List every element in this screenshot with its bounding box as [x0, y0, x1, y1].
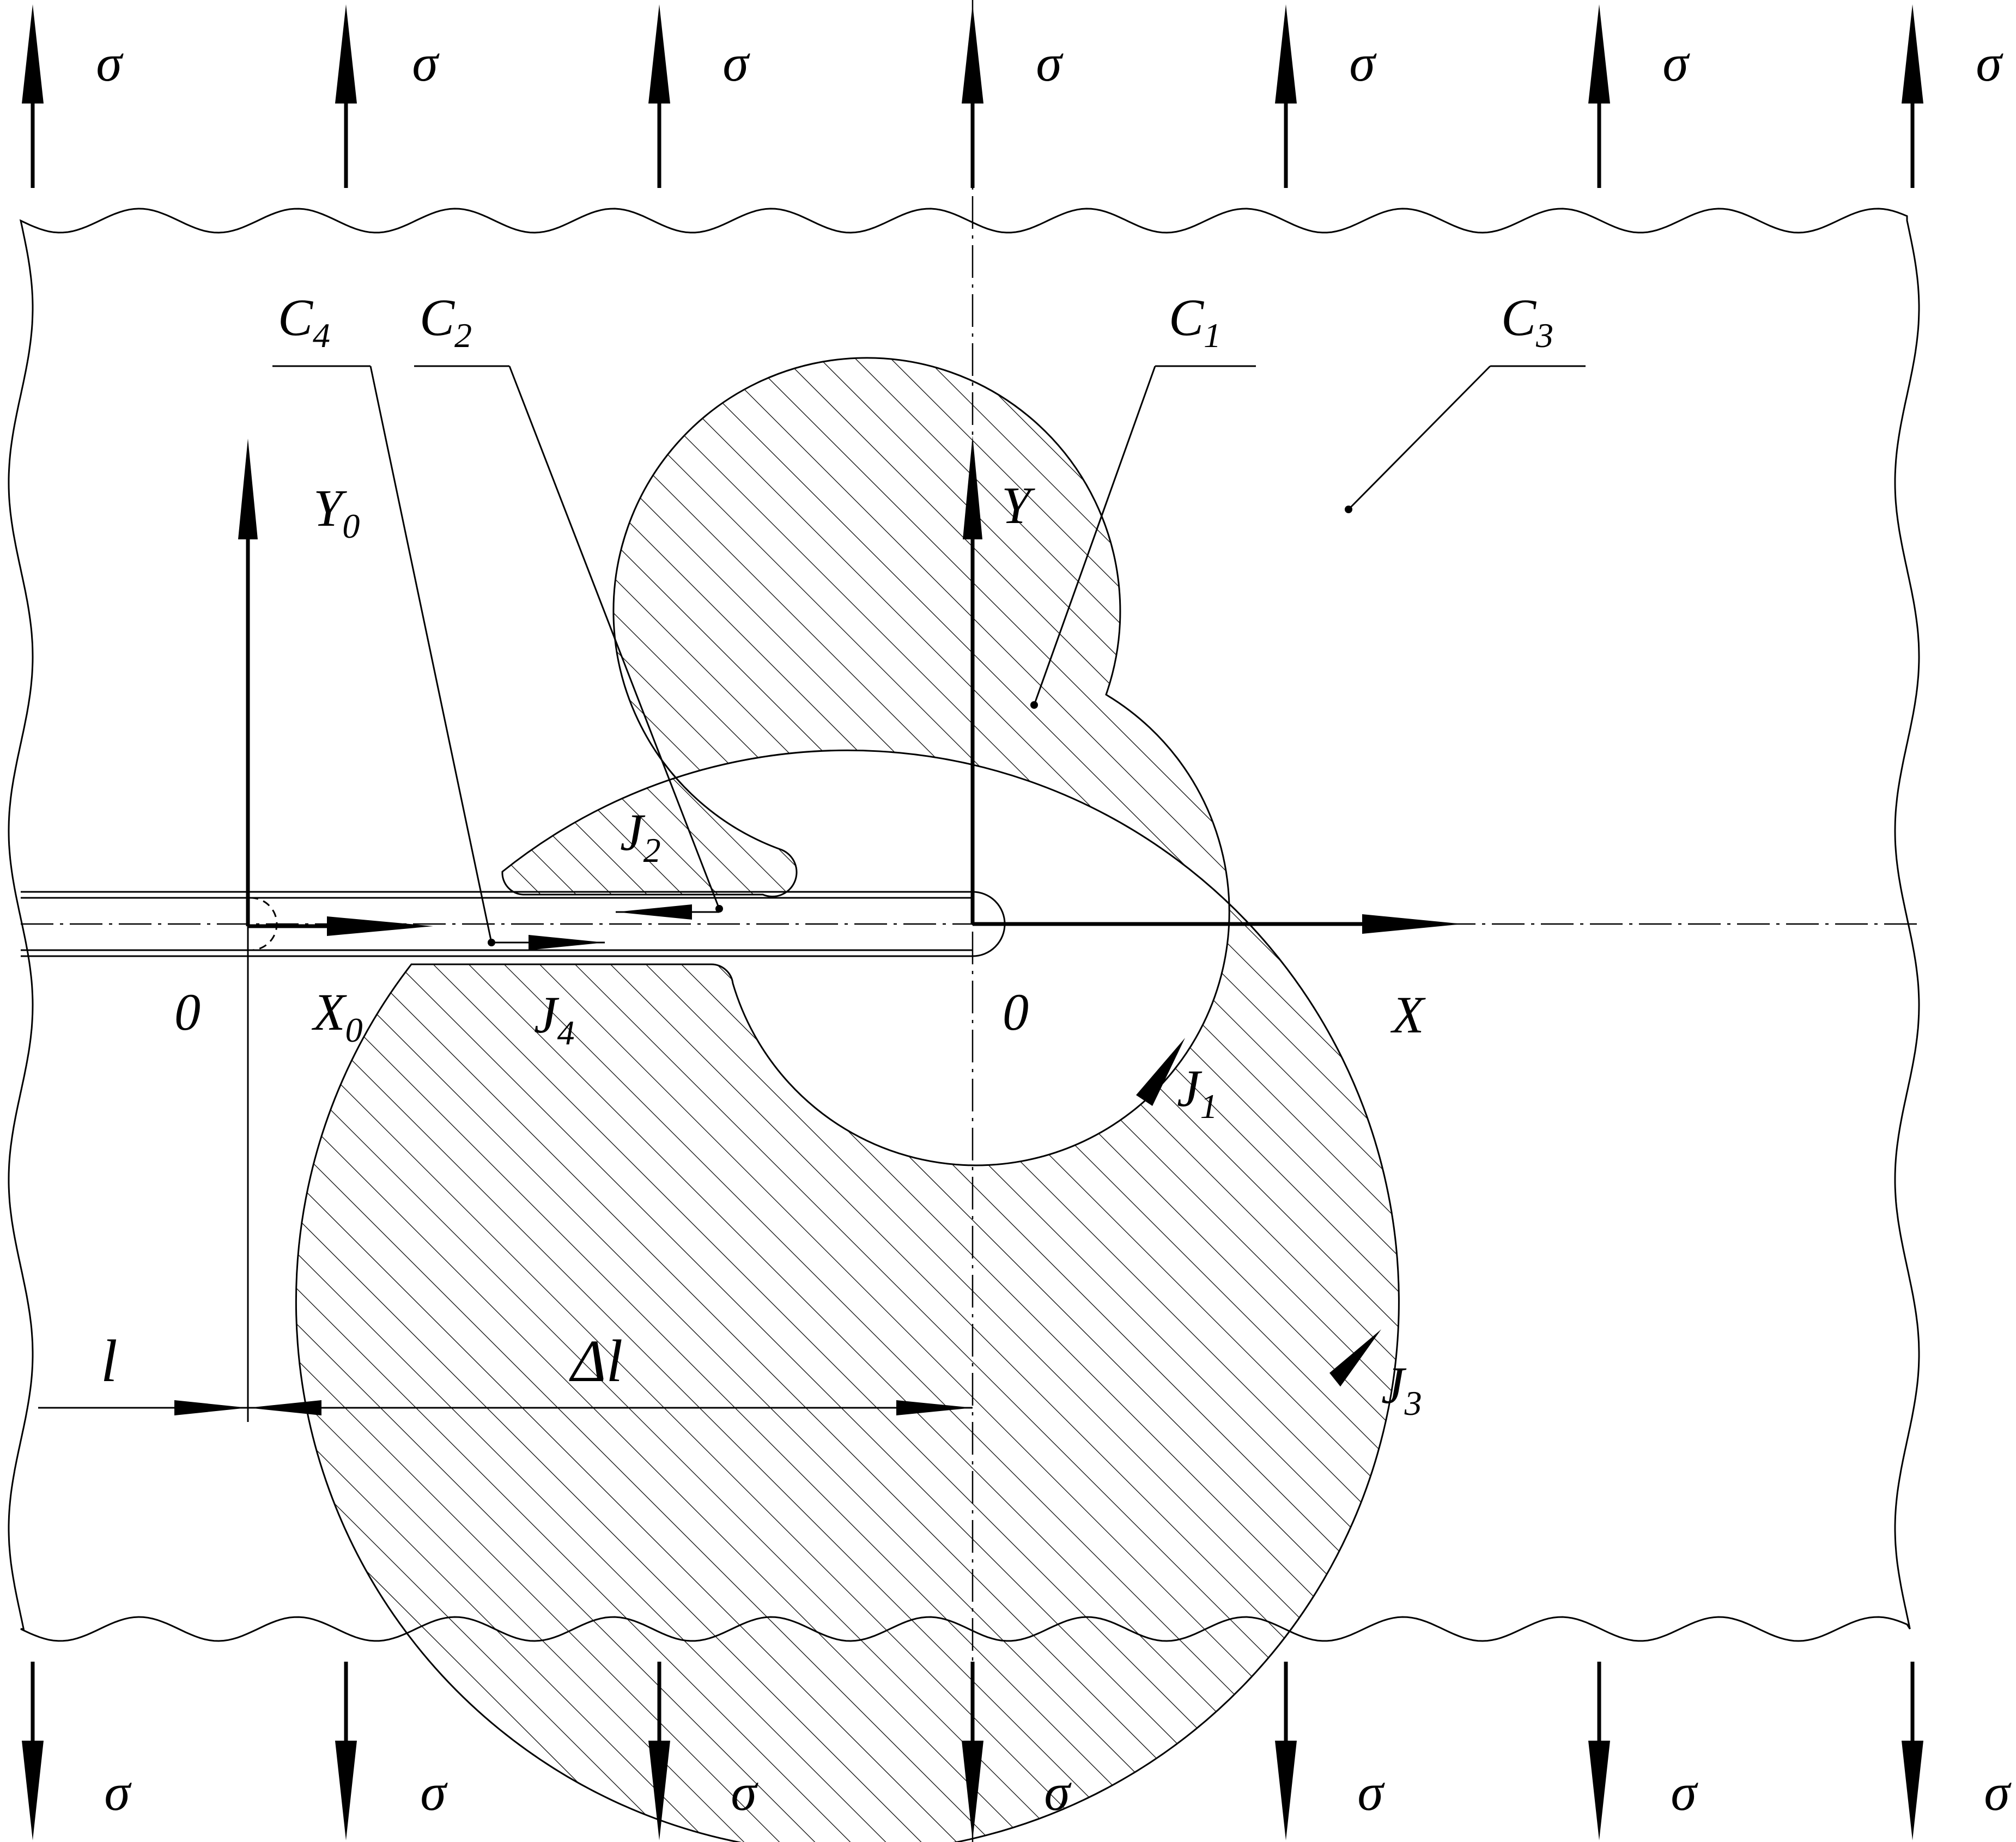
load-arrowhead-bottom — [962, 1741, 983, 1840]
load-arrows: σ σ σ σ σ σ σ σ σ σ σ σ σ σ — [22, 4, 2012, 1840]
j3-direction-arrow — [1329, 1329, 1381, 1387]
load-arrowhead-top — [335, 4, 357, 104]
sigma-label-top: σ — [1976, 34, 2003, 92]
load-arrowhead-top — [1902, 4, 1923, 104]
label-y0-axis: Y0 — [313, 479, 360, 545]
plate — [8, 208, 1920, 1642]
load-arrowhead-bottom — [22, 1741, 44, 1840]
sigma-label-top: σ — [1036, 34, 1064, 92]
label-x0-axis: X0 — [311, 983, 363, 1049]
load-arrowhead-bottom — [648, 1741, 670, 1840]
load-arrowhead-top — [22, 4, 44, 104]
label-c4: C4 — [278, 288, 330, 355]
sigma-label-bottom: σ — [1671, 1763, 1698, 1821]
leaders — [272, 365, 1586, 946]
load-arrowhead-top — [962, 4, 983, 104]
x0-axis-arrowhead — [327, 916, 433, 936]
sigma-label-top: σ — [96, 34, 124, 92]
label-c1: C1 — [1169, 288, 1221, 355]
label-c2: C2 — [420, 288, 472, 355]
integration-domain — [295, 357, 1400, 1842]
sigma-label-top: σ — [1662, 34, 1690, 92]
y0-axis-arrowhead — [238, 439, 258, 539]
label-x-axis: X — [1390, 986, 1426, 1044]
label-crack-length: l — [101, 1328, 118, 1394]
axes-origin-crack-start — [238, 439, 433, 936]
sigma-label-bottom: σ — [1044, 1763, 1072, 1821]
label-c3: C3 — [1501, 288, 1553, 355]
label-crack-increment: Δl — [569, 1328, 623, 1394]
load-arrowhead-bottom — [1902, 1741, 1923, 1840]
load-arrowhead-bottom — [1275, 1741, 1297, 1840]
axes-origin-crack-tip — [963, 436, 1463, 934]
sigma-label-bottom: σ — [420, 1763, 448, 1821]
sigma-label-top: σ — [1349, 34, 1377, 92]
sigma-label-top: σ — [412, 34, 440, 92]
load-arrowhead-top — [1275, 4, 1297, 104]
x-axis-arrowhead — [1362, 914, 1463, 934]
sigma-label-top: σ — [722, 34, 750, 92]
y-axis-arrowhead — [963, 436, 982, 539]
sigma-label-bottom: σ — [1984, 1763, 2012, 1821]
label-j3: J3 — [1381, 1356, 1422, 1422]
contour-arrows — [490, 904, 1381, 1387]
label-j4: J4 — [534, 986, 575, 1052]
label-j2: J2 — [620, 803, 661, 870]
sigma-label-bottom: σ — [104, 1763, 132, 1821]
label-origin0: 0 — [174, 983, 201, 1041]
label-y-axis: Y — [1001, 476, 1035, 534]
load-arrowhead-bottom — [1588, 1741, 1610, 1840]
sigma-label-bottom: σ — [1357, 1763, 1385, 1821]
load-arrowhead-bottom — [335, 1741, 357, 1840]
j1-direction-arrow — [1136, 1038, 1185, 1106]
sigma-label-bottom: σ — [731, 1763, 758, 1821]
label-j1: J1 — [1177, 1059, 1218, 1126]
dimensions — [38, 1400, 973, 1415]
labels: C4 C2 C1 C3 J2 J4 J1 J3 Y X 0 Y0 X0 0 l … — [101, 288, 1553, 1422]
load-arrowhead-top — [648, 4, 670, 104]
label-origin: 0 — [1003, 983, 1029, 1041]
load-arrowhead-top — [1588, 4, 1610, 104]
